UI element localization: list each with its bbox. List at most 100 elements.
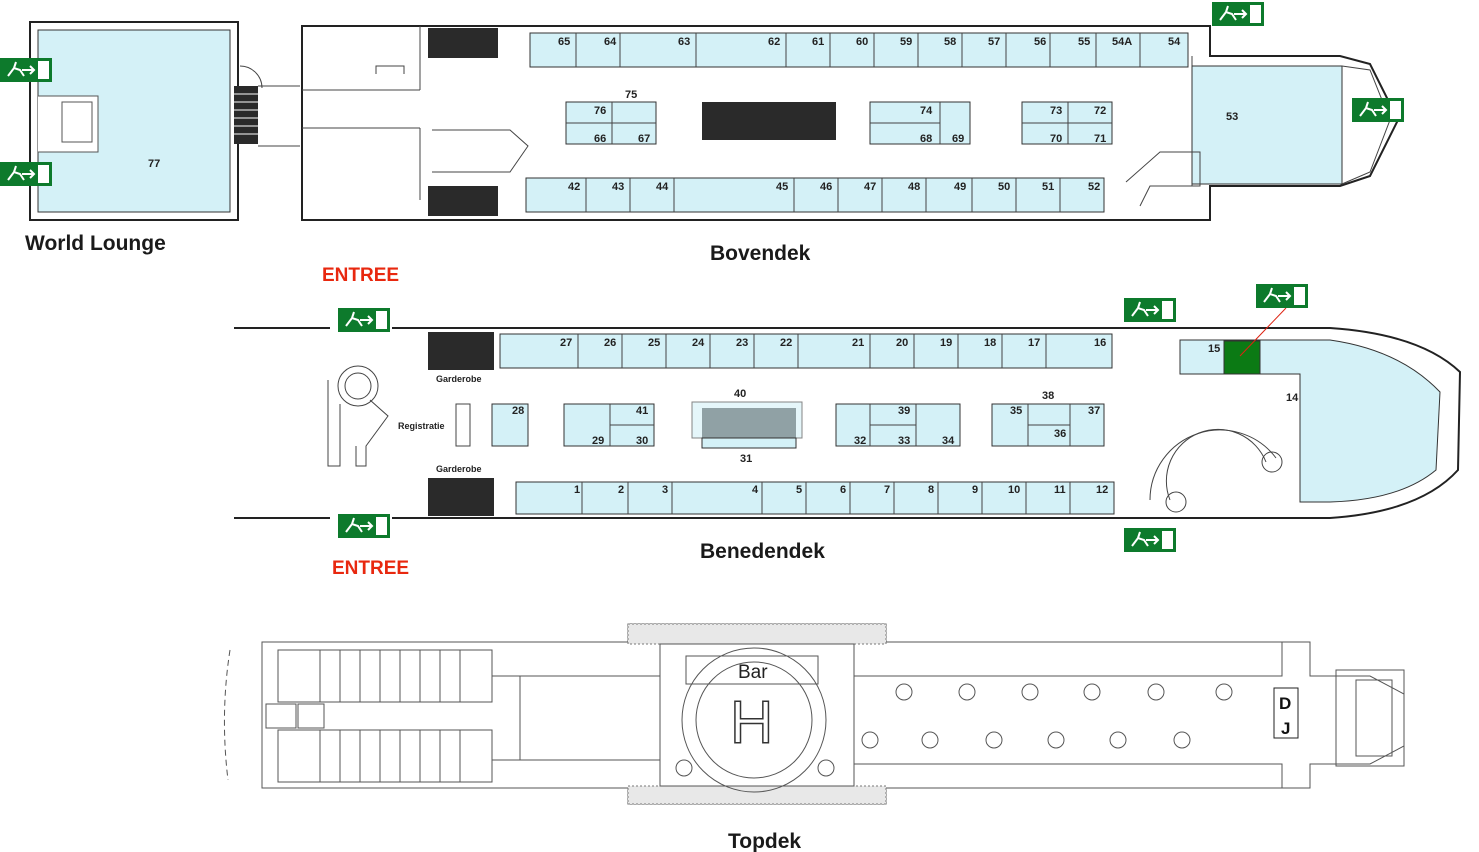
stand-label: 45 — [776, 181, 788, 193]
stand-label: 55 — [1078, 36, 1090, 48]
stand-label: 61 — [812, 36, 824, 48]
stand-label: 10 — [1008, 484, 1020, 496]
stand-label: 22 — [780, 337, 792, 349]
stand-label: 53 — [1226, 111, 1238, 123]
stand-label: 7 — [884, 484, 890, 496]
stand-label: 42 — [568, 181, 580, 193]
stand-label: 32 — [854, 435, 866, 447]
stand-label: 66 — [594, 133, 606, 145]
stand-label: 9 — [972, 484, 978, 496]
helipad-label: H — [730, 689, 773, 756]
stand-label: 54A — [1112, 36, 1132, 48]
stand-label: 50 — [998, 181, 1010, 193]
stand-label: 51 — [1042, 181, 1054, 193]
stand-label: 24 — [692, 337, 705, 349]
stand-label: 23 — [736, 337, 748, 349]
stand-label: 40 — [734, 388, 746, 400]
stand-label: 36 — [1054, 428, 1066, 440]
bovendek-deck: 65 64 63 62 61 60 59 58 57 56 55 54A 54 … — [301, 25, 1400, 265]
stand-40[interactable] — [691, 401, 803, 439]
emergency-exit-icon — [1124, 528, 1176, 552]
emergency-exit-icon — [1124, 298, 1176, 322]
stand-label: 46 — [820, 181, 832, 193]
stand-label: 38 — [1042, 390, 1054, 402]
stand-label: 76 — [594, 105, 606, 117]
stand-label: 20 — [896, 337, 908, 349]
stand-label: 30 — [636, 435, 648, 447]
dj-label-j: J — [1281, 719, 1290, 738]
stand-label: 69 — [952, 133, 964, 145]
stand-row-bottom[interactable] — [515, 481, 1115, 515]
stand-label: 68 — [920, 133, 932, 145]
emergency-exit-icon — [1212, 2, 1264, 26]
stand-label: 29 — [592, 435, 604, 447]
stand-14[interactable] — [1259, 339, 1441, 503]
stand-label: 4 — [752, 484, 759, 496]
world-lounge-deck: 77 World Lounge — [25, 21, 300, 255]
stand-label: 65 — [558, 36, 570, 48]
bar-label: Bar — [738, 662, 768, 683]
stand-label: 26 — [604, 337, 616, 349]
emergency-exit-icon — [338, 308, 390, 332]
stand-label: 37 — [1088, 405, 1100, 417]
stand-label: 70 — [1050, 133, 1062, 145]
stand-label: 15 — [1208, 343, 1220, 355]
stand-label: 41 — [636, 405, 648, 417]
stand-53[interactable] — [1191, 65, 1343, 185]
stand-label: 3 — [662, 484, 668, 496]
stand-label: 56 — [1034, 36, 1046, 48]
stand-label: 75 — [625, 89, 637, 101]
stand-label: 57 — [988, 36, 1000, 48]
stand-label: 8 — [928, 484, 934, 496]
topdek-deck: Bar H D J Topdek — [223, 623, 1405, 852]
stand-label: 35 — [1010, 405, 1022, 417]
stand-label: 11 — [1054, 484, 1066, 496]
stand-label: 12 — [1096, 484, 1108, 496]
stand-label: 62 — [768, 36, 780, 48]
stand-label: 58 — [944, 36, 956, 48]
stand-row-top[interactable] — [499, 333, 1113, 369]
stand-31[interactable] — [701, 437, 797, 449]
stand-label: 6 — [840, 484, 846, 496]
stand-label: 5 — [796, 484, 802, 496]
deck-title-topdek: Topdek — [728, 830, 801, 852]
stand-label: 25 — [648, 337, 660, 349]
stand-15-highlight — [1223, 340, 1261, 375]
stand-label: 63 — [678, 36, 690, 48]
emergency-exit-icon — [0, 162, 52, 186]
stand-label: 2 — [618, 484, 624, 496]
emergency-exit-icon — [338, 514, 390, 538]
stand-label: 43 — [612, 181, 624, 193]
stand-label: 77 — [148, 158, 160, 170]
exit-signs — [0, 2, 1404, 552]
stand-label: 14 — [1286, 392, 1299, 404]
stand-label: 72 — [1094, 105, 1106, 117]
stand-row-bottom[interactable] — [525, 177, 1105, 213]
stand-label: 59 — [900, 36, 912, 48]
stand-label: 52 — [1088, 181, 1100, 193]
garderobe-bottom-label: Garderobe — [436, 464, 482, 474]
emergency-exit-icon — [1256, 284, 1308, 308]
stand-label: 1 — [574, 484, 580, 496]
stand-label: 39 — [898, 405, 910, 417]
stand-label: 48 — [908, 181, 920, 193]
stand-label: 33 — [898, 435, 910, 447]
stand-label: 49 — [954, 181, 966, 193]
emergency-exit-icon — [1352, 98, 1404, 122]
deck-title-benedendek: Benedendek — [700, 540, 825, 563]
entree-bottom-label: ENTREE — [332, 558, 409, 579]
stand-label: 18 — [984, 337, 996, 349]
stand-label: 47 — [864, 181, 876, 193]
stand-label: 28 — [512, 405, 524, 417]
benedendek-deck: Registratie Garderobe Garderobe 27 26 25… — [234, 265, 1462, 579]
stand-label: 19 — [940, 337, 952, 349]
stand-row-top[interactable] — [529, 32, 1189, 68]
stand-label: 73 — [1050, 105, 1062, 117]
stand-28[interactable] — [491, 403, 529, 447]
stand-label: 54 — [1168, 36, 1181, 48]
stand-label: 21 — [852, 337, 864, 349]
stand-label: 67 — [638, 133, 650, 145]
stand-label: 74 — [920, 105, 933, 117]
stand-label: 27 — [560, 337, 572, 349]
